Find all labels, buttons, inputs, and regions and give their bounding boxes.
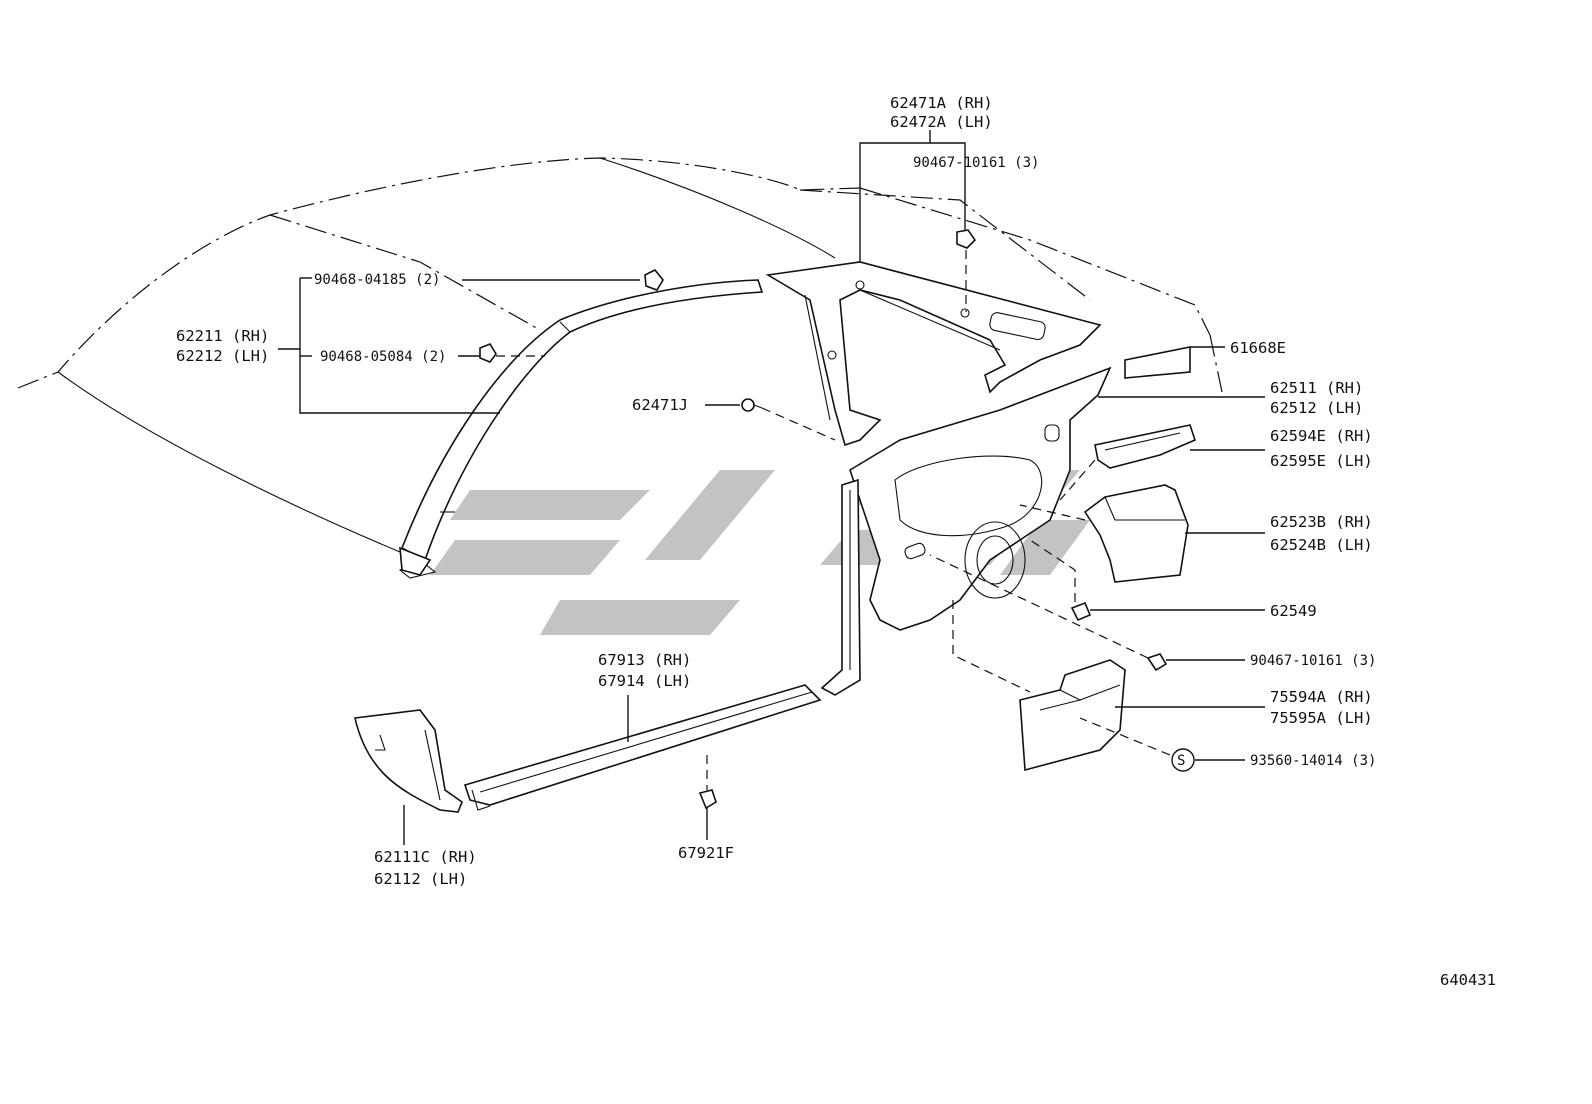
label-62512: 62512 (LH) — [1270, 399, 1363, 417]
leader-lines — [278, 130, 1265, 845]
clip-90468-04185 — [644, 268, 664, 291]
cowl-side-trim — [354, 709, 463, 813]
label-62471A: 62471A (RH) — [890, 94, 993, 112]
label-62511: 62511 (RH) — [1270, 379, 1363, 397]
roof-side-garnish — [765, 261, 1102, 447]
label-62111C: 62111C (RH) — [374, 848, 477, 866]
label-90467-top: 90467-10161 (3) — [913, 155, 1039, 171]
clip-62549 — [1070, 601, 1092, 622]
clip-67921F — [698, 789, 717, 810]
assist-grip-bezel — [1094, 424, 1196, 469]
label-62112: 62112 (LH) — [374, 870, 467, 888]
s-symbol-circle — [1171, 748, 1195, 772]
label-67914: 67914 (LH) — [598, 672, 691, 690]
label-93560: 93560-14014 (3) — [1250, 753, 1376, 769]
label-62212: 62212 (LH) — [176, 347, 269, 365]
clip-90467-top — [956, 229, 977, 249]
label-61668E: 61668E — [1230, 339, 1286, 357]
label-62472A: 62472A (LH) — [890, 113, 993, 131]
screw-62471J — [741, 398, 763, 412]
label-67921F: 67921F — [678, 844, 734, 862]
label-62211: 62211 (RH) — [176, 327, 269, 345]
label-75594A: 75594A (RH) — [1270, 688, 1373, 706]
scuff-plate — [463, 684, 822, 811]
label-90468-04185: 90468-04185 (2) — [314, 272, 440, 288]
front-pillar-garnish — [398, 279, 764, 579]
label-62524B: 62524B (LH) — [1270, 536, 1373, 554]
diagram-id: 640431 — [1440, 971, 1496, 989]
label-67913: 67913 (RH) — [598, 651, 691, 669]
label-62523B: 62523B (RH) — [1270, 513, 1373, 531]
speaker-box-cover — [1083, 484, 1189, 583]
clip-90467-mid — [1146, 653, 1168, 672]
clip-90468-05084 — [479, 343, 497, 363]
label-62595E: 62595E (LH) — [1270, 452, 1373, 470]
label-90468-05084: 90468-05084 (2) — [320, 349, 446, 365]
body-outline — [17, 157, 1223, 553]
label-62471J: 62471J — [632, 396, 688, 414]
callout-labels: 62471A (RH) 62472A (LH) 90467-10161 (3) … — [176, 94, 1496, 989]
label-62549: 62549 — [1270, 602, 1317, 620]
label-plate-61668E — [1124, 346, 1191, 379]
quarter-trim-panel — [849, 366, 1112, 631]
package-protector — [1019, 659, 1126, 772]
label-75595A: 75595A (LH) — [1270, 709, 1373, 727]
door-opening-trim — [820, 478, 861, 696]
label-90467-mid: 90467-10161 (3) — [1250, 653, 1376, 669]
s-symbol: S — [1177, 753, 1185, 769]
label-62594E: 62594E (RH) — [1270, 427, 1373, 445]
